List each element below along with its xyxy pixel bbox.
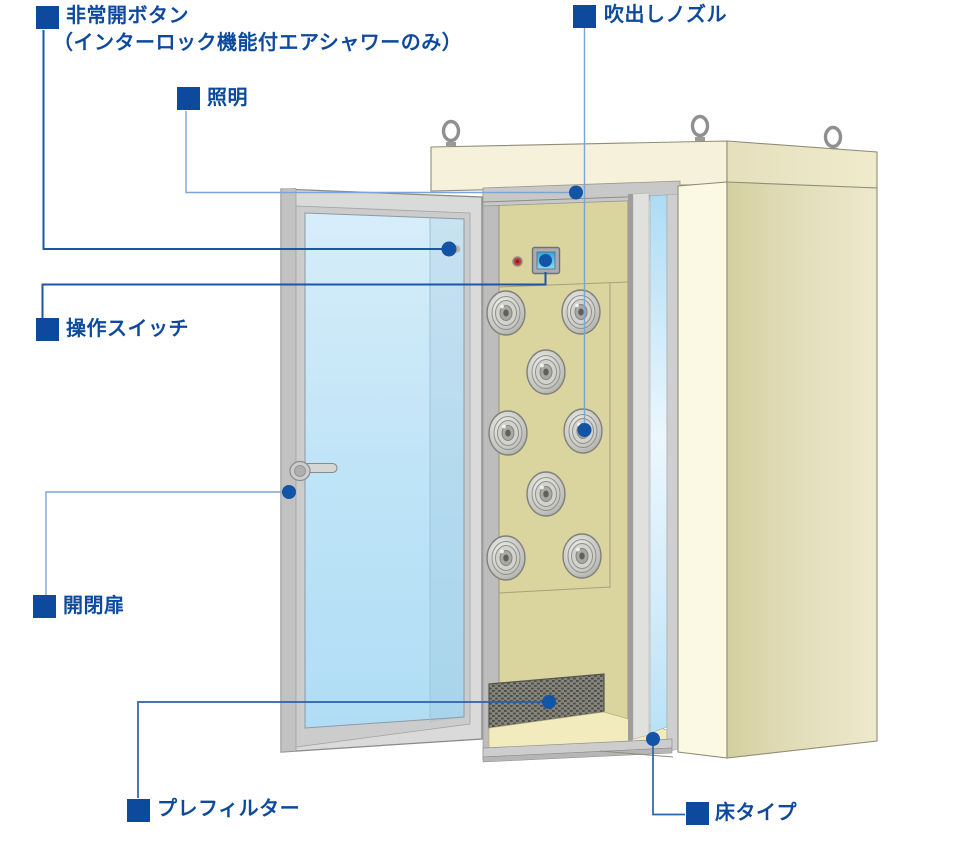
- right-wall-glass: [649, 194, 668, 734]
- label-marker-floor: [686, 802, 709, 825]
- pilot-lamp-center: [516, 260, 519, 263]
- blowout-nozzle: [526, 349, 566, 395]
- label-door: 開閉扉: [63, 595, 125, 617]
- door-handle: [289, 460, 338, 482]
- label-prefilter: プレフィルター: [157, 798, 301, 820]
- label-floor-type: 床タイプ: [715, 802, 797, 824]
- emergency-connector: [42, 30, 443, 250]
- label-marker-lighting: [177, 87, 200, 110]
- eyebolt-icon: [690, 114, 710, 138]
- floor-connector: [652, 746, 685, 816]
- pointer-dots: [282, 185, 660, 746]
- entry-door: [280, 188, 483, 753]
- label-operation-switch: 操作スイッチ: [66, 318, 189, 340]
- blowout-nozzle: [486, 535, 526, 581]
- pointer-dot-nozzle: [577, 423, 592, 437]
- base-edge: [599, 750, 674, 758]
- prefilter-connector: [137, 701, 543, 798]
- label-marker-door: [33, 595, 56, 618]
- blowout-nozzle: [562, 533, 602, 579]
- blowout-nozzle: [486, 290, 526, 336]
- chamber-right-wall: [628, 192, 679, 753]
- right-wall-frame: [632, 192, 650, 740]
- entry-sill: [482, 738, 673, 763]
- plenum-front-face: [430, 140, 728, 192]
- eyebolt-icon: [441, 119, 461, 143]
- switch-connector: [41, 272, 547, 318]
- door-edge: [280, 188, 297, 753]
- label-marker-prefilter: [127, 799, 150, 822]
- right-wall-inner-post: [666, 193, 679, 753]
- blowout-nozzle: [488, 410, 528, 456]
- label-blowout-nozzle: 吹出しノズル: [604, 4, 727, 26]
- label-emergency-button: 非常開ボタン: [66, 5, 189, 27]
- label-lighting: 照明: [207, 87, 248, 109]
- lighting-connector: [185, 111, 570, 194]
- plenum-side-face: [726, 140, 878, 189]
- cabinet-right: [677, 181, 878, 759]
- pointer-dot-lighting: [569, 185, 583, 200]
- eyebolt-icon: [823, 125, 843, 149]
- door-connector: [45, 491, 284, 595]
- door-jamb-right: [628, 194, 633, 741]
- chamber-back-wall: [498, 193, 629, 749]
- front-right-pillar: [677, 181, 728, 759]
- pointer-dot-emergency: [441, 241, 457, 257]
- label-marker-nozzle: [573, 5, 596, 28]
- door-jamb-left: [482, 188, 500, 761]
- door-glass: [304, 212, 465, 729]
- pointer-dot-door: [282, 485, 296, 499]
- wall-panel-seams: [498, 281, 629, 594]
- pointer-dot-floor: [646, 732, 660, 746]
- label-marker-emergency: [36, 6, 59, 29]
- pointer-dot-prefilter: [542, 695, 556, 709]
- connector-lines: [41, 28, 685, 816]
- label-emergency-button-note: （インターロック機能付エアシャワーのみ）: [53, 32, 463, 54]
- pointer-dot-switch: [539, 254, 552, 267]
- blowout-nozzle: [526, 471, 566, 517]
- blowout-nozzle: [561, 289, 601, 335]
- plenum-box: [430, 140, 878, 192]
- cabinet-side-panel: [726, 181, 878, 759]
- shower-chamber: [482, 180, 681, 763]
- glass-reflection: [430, 217, 464, 723]
- label-marker-switch: [36, 318, 59, 341]
